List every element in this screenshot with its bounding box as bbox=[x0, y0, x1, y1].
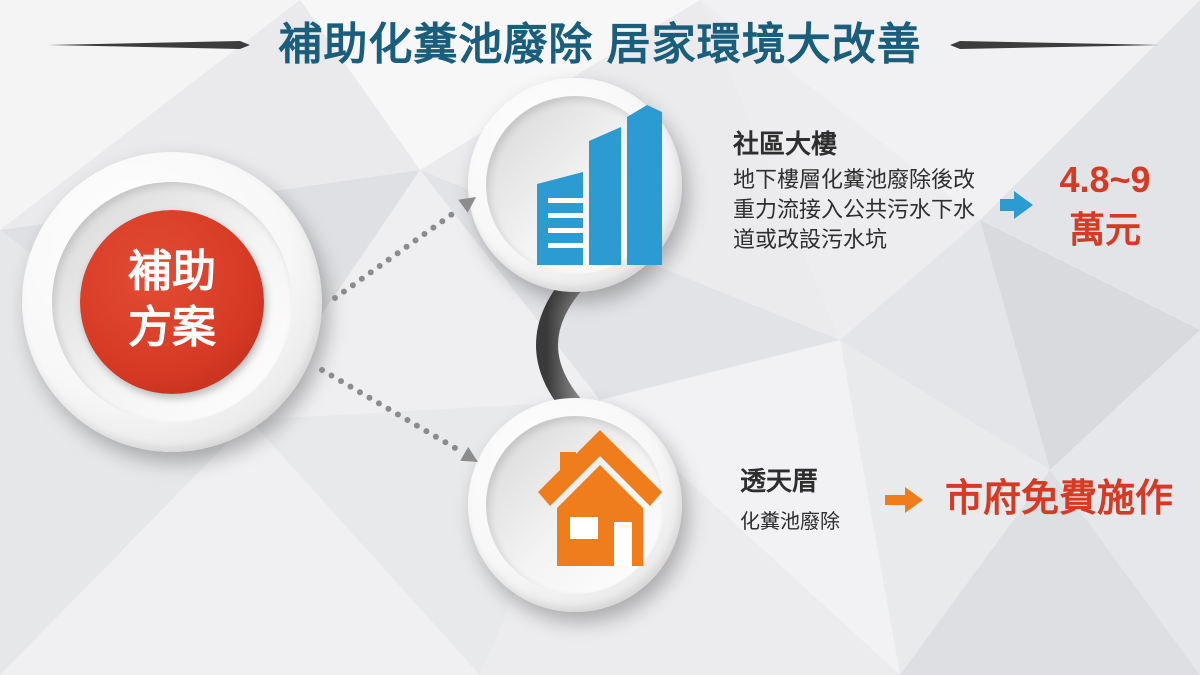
title-line-left bbox=[48, 41, 250, 49]
building-heading: 社區大樓 bbox=[733, 129, 838, 159]
house-description-line: 化糞池廢除 bbox=[740, 511, 840, 533]
house-icon bbox=[538, 430, 662, 566]
dotted-arrow-top bbox=[332, 197, 476, 301]
house-heading: 透天厝 bbox=[740, 466, 819, 496]
arrow-right-icon bbox=[885, 487, 923, 513]
program-label-line1: 補助 bbox=[128, 247, 216, 296]
building-subsidy-amount: 4.8~9 bbox=[1059, 159, 1151, 200]
program-label-line2: 方案 bbox=[128, 303, 216, 352]
building-subsidy-unit: 萬元 bbox=[1068, 209, 1141, 250]
building-description-line: 重力流接入公共污水下水 bbox=[733, 197, 976, 222]
page-title: 補助化糞池廢除 居家環境大改善 bbox=[278, 20, 922, 69]
connector-arc bbox=[536, 270, 587, 420]
building-description-line: 道或改設污水坑 bbox=[733, 227, 888, 252]
building-icon bbox=[537, 105, 662, 265]
program-circle-core bbox=[80, 210, 264, 394]
arrow-right-icon bbox=[1000, 191, 1033, 219]
house-subsidy-result: 市府免費施作 bbox=[944, 478, 1173, 520]
building-description-line: 地下樓層化糞池廢除後改 bbox=[733, 167, 976, 192]
title-line-right bbox=[950, 41, 1160, 49]
dotted-arrow-bottom bbox=[319, 367, 478, 462]
